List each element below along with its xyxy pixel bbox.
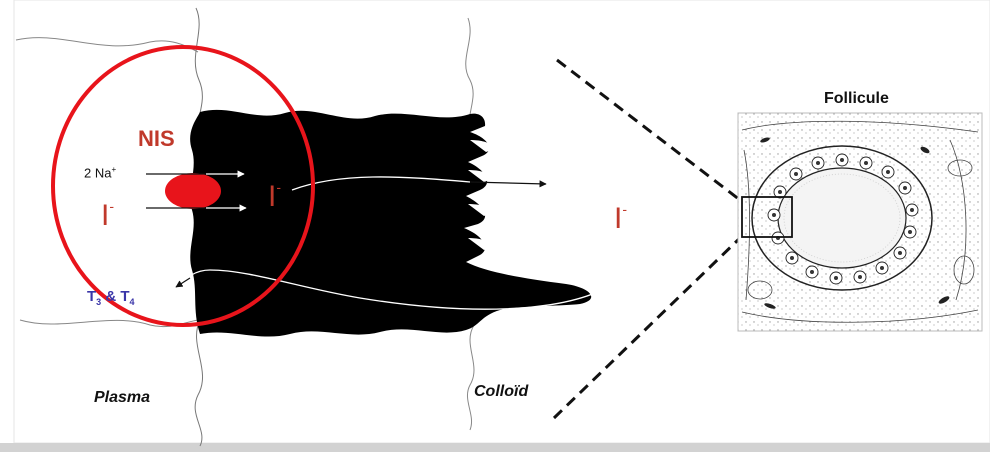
nis-transporter	[165, 173, 221, 209]
thyroid-hormones-label: T3 & T4	[87, 289, 135, 307]
follicule-label: Follicule	[824, 91, 889, 107]
colloid-label: Colloïd	[474, 384, 528, 400]
follicle-illustration	[738, 113, 982, 331]
sodium-label: 2 Na+	[84, 166, 116, 179]
iodide-label-colloid: I-	[614, 202, 627, 234]
nis-label: NIS	[138, 128, 175, 150]
plasma-label: Plasma	[94, 390, 150, 406]
bottom-bar	[0, 443, 990, 452]
iodide-label-cell: I-	[268, 180, 281, 212]
iodide-label-plasma: I-	[101, 199, 114, 231]
